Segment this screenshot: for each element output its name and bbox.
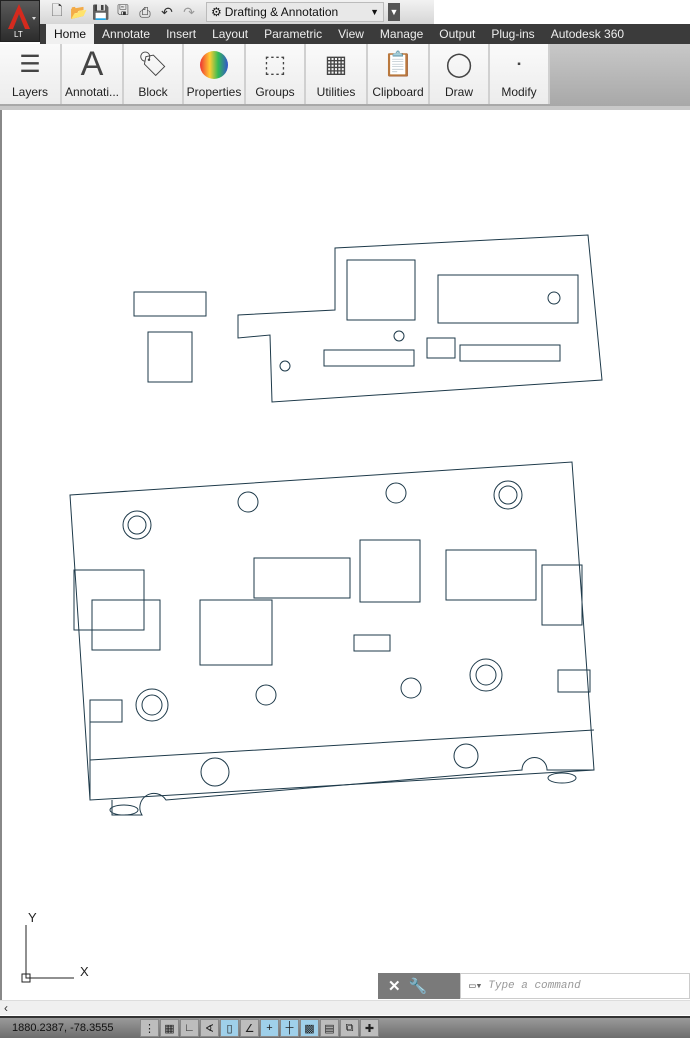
save-as-icon[interactable]: 🖫 bbox=[117, 2, 129, 18]
tab-output[interactable]: Output bbox=[439, 27, 476, 41]
workspace-dropdown[interactable]: ⚙ Drafting & Annotation ▼ bbox=[206, 2, 384, 22]
tab-autodesk-360[interactable]: Autodesk 360 bbox=[550, 27, 625, 41]
panel-label: Modify bbox=[501, 85, 537, 99]
infer-constraints-icon[interactable]: ⋮ bbox=[140, 1019, 159, 1037]
ucs-x-label: X bbox=[80, 964, 89, 979]
tab-parametric[interactable]: Parametric bbox=[264, 27, 323, 41]
ortho-icon[interactable]: ∟ bbox=[180, 1019, 199, 1037]
panel-label: Utilities bbox=[316, 85, 356, 99]
new-icon[interactable]: 🗋 bbox=[51, 2, 63, 18]
scroll-left-icon[interactable]: ‹ bbox=[4, 1001, 8, 1015]
horizontal-scrollbar[interactable]: ‹ bbox=[0, 1000, 690, 1015]
wrench-icon[interactable]: 🔧 bbox=[408, 978, 428, 995]
panel-utilities[interactable]: ▦ Utilities bbox=[306, 44, 368, 104]
color-wheel-icon bbox=[199, 44, 229, 85]
annotation-monitor-icon[interactable]: ✚ bbox=[360, 1019, 379, 1037]
tab-layout[interactable]: Layout bbox=[212, 27, 249, 41]
dynamic-input-icon[interactable]: ┼ bbox=[280, 1019, 299, 1037]
panel-label: Block bbox=[138, 85, 168, 99]
command-line: ✕ 🔧 ▭▾ Type a command bbox=[378, 973, 690, 999]
panel-modify[interactable]: ▪ Modify bbox=[490, 44, 550, 104]
grid-icon[interactable]: ▦ bbox=[160, 1019, 179, 1037]
print-icon[interactable]: ⎙ bbox=[139, 3, 151, 20]
panel-block[interactable]: 🏷 Block bbox=[124, 44, 184, 104]
selection-cycling-icon[interactable]: ⧉ bbox=[340, 1019, 359, 1037]
lower-part-drawing bbox=[69, 461, 595, 816]
workspace-label: Drafting & Annotation bbox=[224, 5, 339, 19]
quick-properties-icon[interactable]: ▤ bbox=[320, 1019, 339, 1037]
coordinate-readout: 1880.2387, -78.3555 bbox=[12, 1022, 114, 1034]
tab-insert[interactable]: Insert bbox=[166, 27, 197, 41]
polar-icon[interactable]: ∢ bbox=[200, 1019, 219, 1037]
otrack-icon[interactable]: ∠ bbox=[240, 1019, 259, 1037]
panel-label: Clipboard bbox=[372, 85, 424, 99]
circle-draw-icon: ◯ bbox=[445, 51, 473, 78]
ribbon: ☰ Layers A Annotati... 🏷 Block Properties ⬚… bbox=[0, 44, 690, 106]
redo-icon[interactable]: ↷ bbox=[183, 3, 195, 20]
tab-annotate[interactable]: Annotate bbox=[102, 27, 151, 41]
panel-label: Draw bbox=[444, 85, 473, 99]
groups-icon: ⬚ bbox=[263, 51, 287, 78]
save-icon[interactable]: 💾 bbox=[92, 3, 110, 20]
open-icon[interactable]: 📂 bbox=[70, 3, 88, 20]
block-tag-icon: 🏷 bbox=[137, 51, 169, 78]
command-input[interactable]: ▭▾ Type a command bbox=[460, 973, 690, 999]
close-icon[interactable]: ✕ bbox=[388, 978, 401, 995]
tab-plugins[interactable]: Plug-ins bbox=[491, 27, 535, 41]
panel-annotation[interactable]: A Annotati... bbox=[62, 44, 124, 104]
drawing-canvas[interactable]: Y X bbox=[0, 110, 690, 1000]
layers-icon: ☰ bbox=[19, 51, 41, 78]
ucs-y-label: Y bbox=[28, 910, 37, 925]
text-a-icon: A bbox=[80, 45, 104, 83]
dynamic-ucs-icon[interactable]: + bbox=[260, 1019, 279, 1037]
upper-part-drawing bbox=[133, 234, 603, 403]
panel-draw[interactable]: ◯ Draw bbox=[430, 44, 490, 104]
customize-menu-icon[interactable]: ▼ bbox=[388, 3, 400, 21]
panel-groups[interactable]: ⬚ Groups bbox=[246, 44, 306, 104]
ucs-icon bbox=[21, 925, 74, 983]
transparency-icon[interactable]: ▩ bbox=[300, 1019, 319, 1037]
application-menu-button[interactable]: LT bbox=[0, 0, 40, 42]
quick-access-toolbar: 🗋 📂 💾 🖫 ⎙ ↶ ↷ ⚙ Drafting & Annotation ▼ … bbox=[40, 0, 434, 24]
osnap-icon[interactable]: ▯ bbox=[220, 1019, 239, 1037]
calculator-icon: ▦ bbox=[324, 51, 348, 78]
autocad-logo-icon bbox=[8, 4, 36, 29]
panel-clipboard[interactable]: 📋 Clipboard bbox=[368, 44, 430, 104]
edition-label: LT bbox=[14, 30, 23, 39]
command-placeholder: Type a command bbox=[488, 980, 581, 992]
tab-manage[interactable]: Manage bbox=[379, 27, 424, 41]
gear-icon: ⚙ bbox=[211, 5, 222, 19]
modify-icon: ▪ bbox=[517, 59, 521, 70]
panel-label: Annotati... bbox=[64, 85, 120, 99]
ribbon-divider bbox=[0, 106, 690, 110]
ribbon-tabs: Home Annotate Insert Layout Parametric V… bbox=[40, 24, 690, 44]
panel-layers[interactable]: ☰ Layers bbox=[0, 44, 62, 104]
cad-drawing: Y X bbox=[21, 234, 603, 983]
panel-label: Properties bbox=[186, 85, 242, 99]
panel-properties[interactable]: Properties bbox=[184, 44, 246, 104]
undo-icon[interactable]: ↶ bbox=[161, 3, 173, 20]
clipboard-icon: 📋 bbox=[383, 51, 413, 78]
panel-label: Layers bbox=[11, 85, 49, 99]
status-bar: 1880.2387, -78.3555 ⋮ ▦ ∟ ∢ ▯ ∠ + ┼ ▩ ▤ … bbox=[0, 1016, 690, 1038]
tab-home[interactable]: Home bbox=[46, 24, 95, 44]
command-prompt-icon[interactable]: ▭▾ bbox=[469, 981, 483, 993]
tab-view[interactable]: View bbox=[338, 27, 364, 41]
chevron-down-icon: ▼ bbox=[370, 7, 379, 17]
panel-label: Groups bbox=[255, 85, 295, 99]
